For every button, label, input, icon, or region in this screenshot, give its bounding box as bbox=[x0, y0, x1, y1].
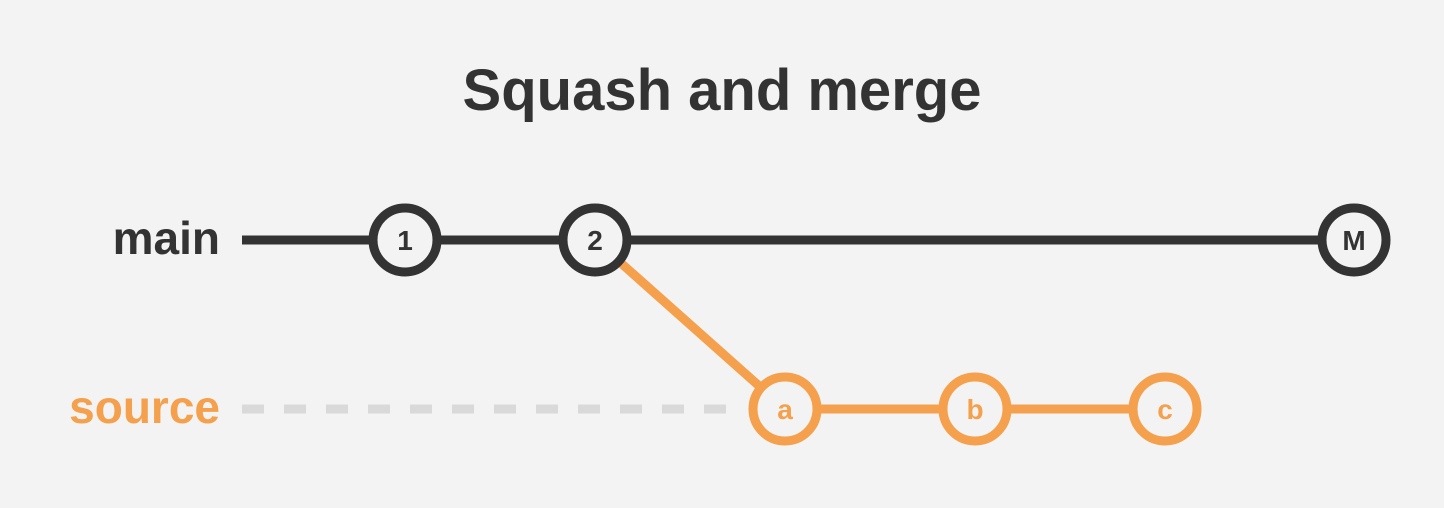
source-branch-off-line bbox=[592, 236, 788, 413]
commit-label: M bbox=[1342, 225, 1365, 256]
commit-node-main-merge: M bbox=[1317, 203, 1391, 277]
page-title: Squash and merge bbox=[462, 58, 982, 123]
branch-label-source: source bbox=[69, 381, 220, 433]
commit-node-source-b: b bbox=[938, 372, 1012, 446]
commit-node-source-a: a bbox=[748, 372, 822, 446]
commit-label: 2 bbox=[587, 225, 603, 256]
commit-node-main-1: 1 bbox=[368, 203, 442, 277]
commit-node-main-2: 2 bbox=[558, 203, 632, 277]
commit-node-source-c: c bbox=[1128, 372, 1202, 446]
branch-label-main: main bbox=[112, 212, 220, 264]
commit-label: a bbox=[777, 394, 793, 425]
commit-label: b bbox=[966, 394, 983, 425]
commit-label: 1 bbox=[397, 225, 413, 256]
commit-label: c bbox=[1157, 394, 1173, 425]
